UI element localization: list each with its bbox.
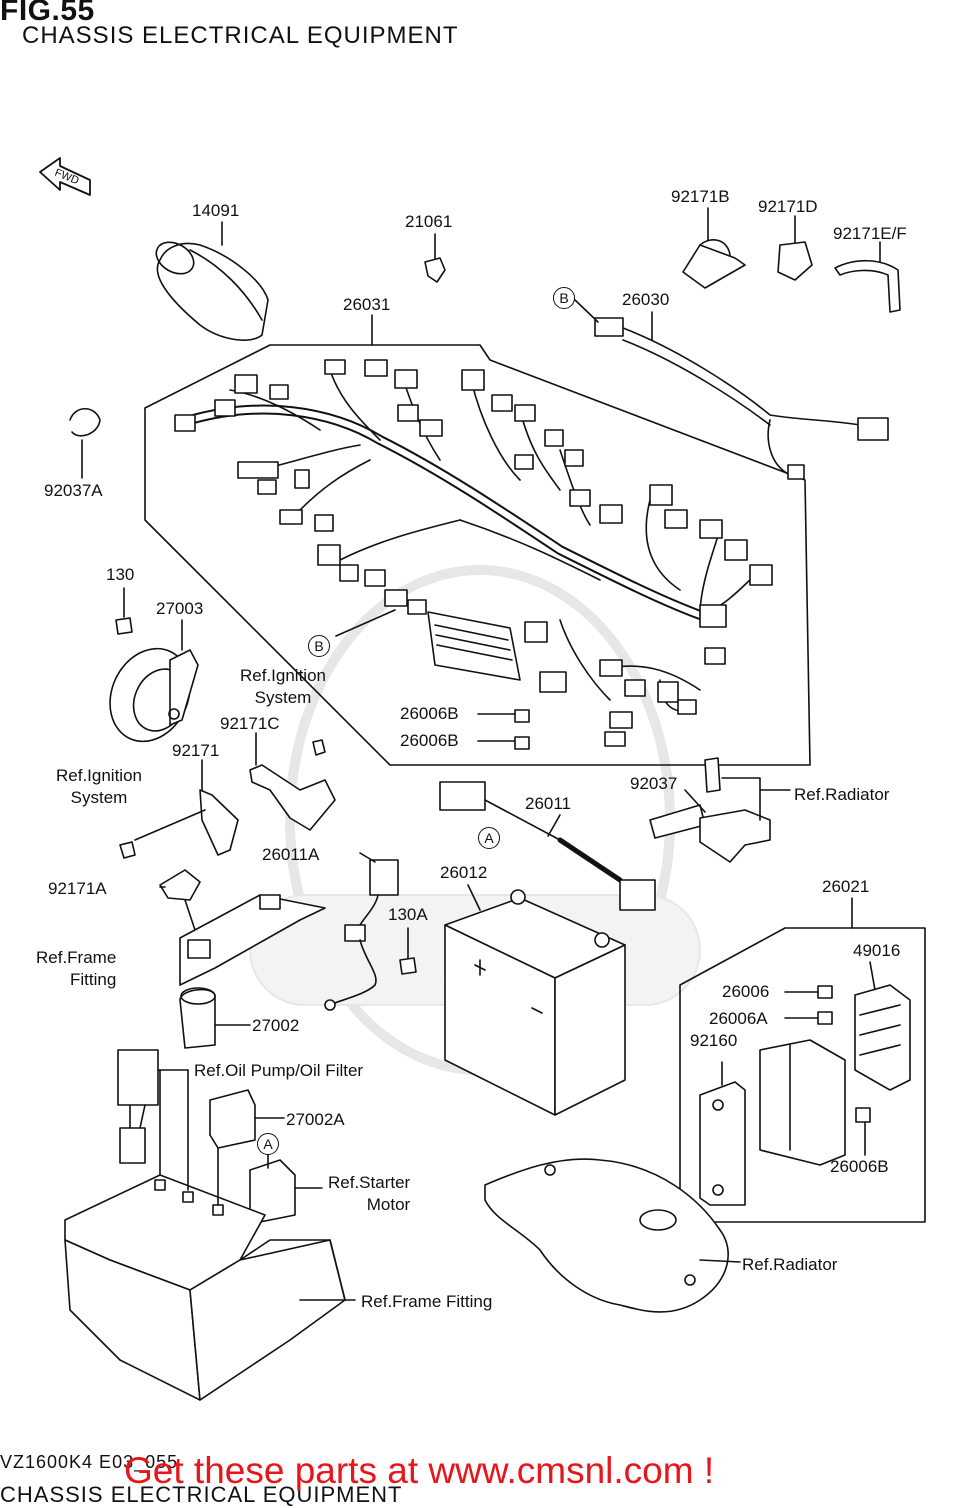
callout-tag-b-top: B — [553, 287, 575, 309]
part-92037A: 92037A — [44, 481, 103, 500]
ref-frame-fitting-bottom: Ref.Frame Fitting — [361, 1292, 493, 1311]
part-130A: 130A — [388, 905, 428, 924]
fwd-arrow-icon — [39, 157, 91, 196]
part-130: 130 — [106, 565, 135, 584]
battery-case — [64, 1174, 346, 1401]
promo-link[interactable]: Get these parts at www.cmsnl.com ! — [124, 1450, 715, 1491]
part-26006A: 26006A — [709, 1009, 768, 1028]
part-26011: 26011 — [525, 794, 572, 813]
part-26011A: 26011A — [262, 845, 320, 864]
ref-radiator-lower: Ref.Radiator — [742, 1255, 838, 1274]
fusebox-panel-outline — [679, 927, 926, 1223]
part-27002: 27002 — [252, 1016, 300, 1035]
part-26031: 26031 — [343, 295, 391, 314]
part-26006: 26006 — [722, 982, 770, 1001]
part-14091: 14091 — [192, 201, 240, 220]
part-26006B-upper: 26006B — [400, 704, 459, 723]
part-26006B-fusebox: 26006B — [830, 1157, 889, 1176]
part-92171C: 92171C — [220, 714, 280, 733]
callout-tag-a-starter: A — [257, 1133, 279, 1155]
part-26006B-lower: 26006B — [400, 731, 459, 750]
battery-26012 — [444, 889, 626, 1116]
cover-14091 — [155, 241, 269, 341]
part-21061: 21061 — [405, 212, 453, 231]
part-26012: 26012 — [440, 863, 488, 882]
part-27002A: 27002A — [286, 1110, 345, 1129]
callout-tag-a-cable: A — [478, 827, 500, 849]
ref-radiator-upper: Ref.Radiator — [794, 785, 890, 804]
part-26030: 26030 — [622, 290, 670, 309]
ref-frame-fitting-left: Ref.Frame Fitting — [36, 948, 117, 990]
figure-title: FIG.55 — [0, 0, 95, 27]
part-92171EF: 92171E/F — [833, 224, 907, 243]
diagram-code: VZ1600K4 E03_055 — [0, 1452, 179, 1472]
part-92160: 92160 — [690, 1031, 738, 1050]
harness-26030 — [594, 317, 889, 480]
cable-26011A — [324, 859, 399, 1011]
ref-ignition-system-upper: Ref.Ignition System — [240, 666, 326, 708]
figure-subtitle: CHASSIS ELECTRICAL EQUIPMENT — [22, 22, 459, 49]
part-26021: 26021 — [822, 877, 870, 896]
part-49016: 49016 — [853, 941, 901, 960]
callout-tag-b-harness: B — [308, 635, 330, 657]
part-92171A: 92171A — [48, 879, 107, 898]
ref-starter-motor: Ref.Starter Motor — [328, 1173, 411, 1215]
horn-27003 — [109, 647, 199, 743]
part-27003: 27003 — [156, 599, 204, 618]
harness-26031 — [174, 359, 773, 747]
ref-oil-pump-filter: Ref.Oil Pump/Oil Filter — [194, 1061, 364, 1080]
part-92171D: 92171D — [758, 197, 818, 216]
part-92171: 92171 — [172, 741, 220, 760]
harness-panel-outline — [144, 344, 811, 766]
ref-ignition-system-lower: Ref.Ignition System — [56, 766, 142, 808]
part-92037: 92037 — [630, 774, 678, 793]
radiator-reservoir — [484, 1158, 729, 1313]
part-92171B: 92171B — [671, 187, 730, 206]
cable-26011 — [439, 781, 656, 911]
